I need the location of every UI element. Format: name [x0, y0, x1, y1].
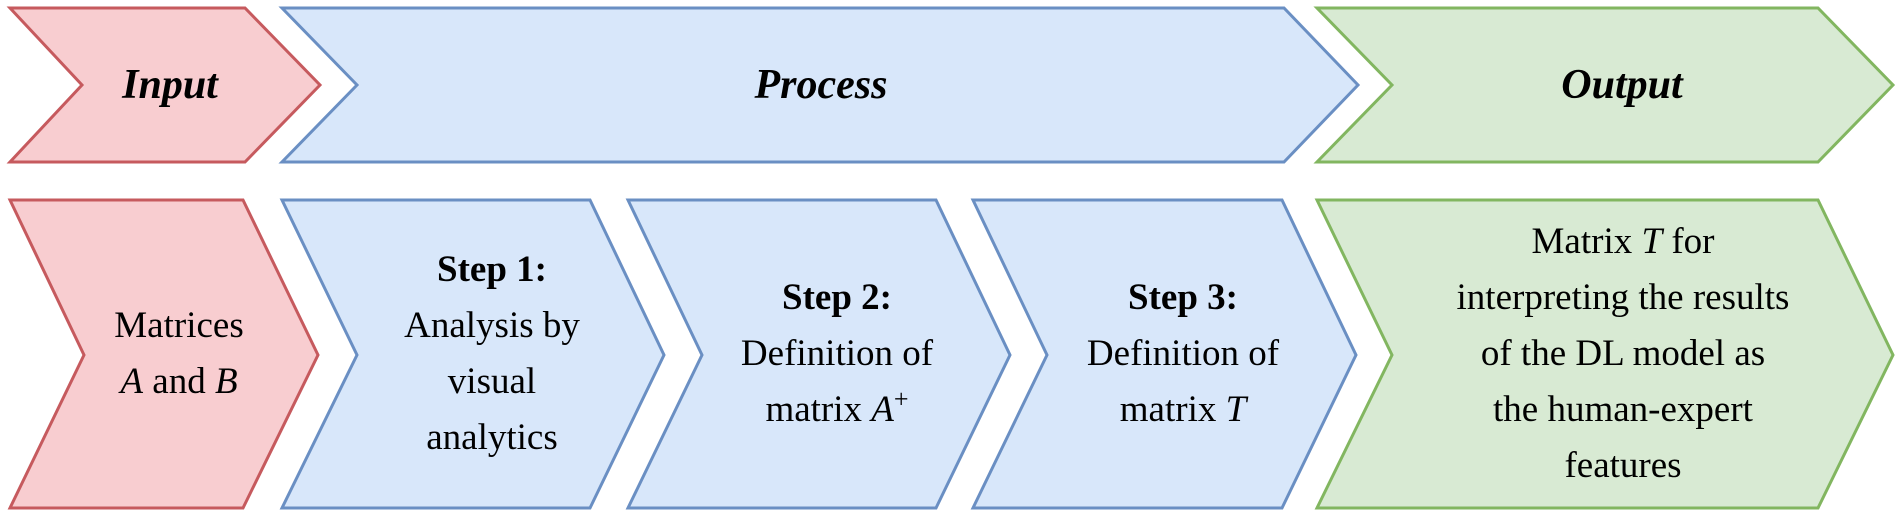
output-header-arrow — [1313, 6, 1896, 164]
step1-line2: visual — [447, 361, 537, 402]
input-header-label: Input — [82, 8, 258, 162]
input-box-label: Matrices A and B — [84, 200, 274, 508]
process-header-arrow — [278, 6, 1361, 164]
step1-line1: Analysis by — [404, 305, 580, 346]
step3-prefix: matrix — [1119, 389, 1226, 430]
output-suffix: for — [1662, 221, 1715, 262]
step2-prefix: matrix — [765, 389, 872, 430]
and-text: and — [143, 361, 215, 402]
output-header-label: Output — [1392, 8, 1852, 162]
output-prefix: Matrix — [1531, 221, 1642, 262]
step3-title: Step 3: — [1128, 277, 1238, 318]
output-line2: interpreting the results — [1456, 277, 1790, 318]
output-line5: features — [1564, 445, 1682, 486]
step1-line3: analytics — [426, 417, 558, 458]
process-header-text: Process — [754, 62, 888, 108]
process-header-label: Process — [357, 8, 1285, 162]
var-a: A — [120, 361, 144, 402]
input-header-text: Input — [122, 62, 218, 108]
step3-line1: Definition of — [1086, 333, 1280, 374]
var-b: B — [214, 361, 238, 402]
step2-line2: matrix A+ — [765, 382, 908, 438]
output-line1: Matrix T for — [1532, 214, 1715, 270]
input-line2: A and B — [120, 354, 237, 410]
step3-line2: matrix T — [1120, 382, 1246, 438]
input-line1: Matrices — [114, 305, 244, 346]
step2-chevron — [625, 198, 1012, 510]
step2-line1: Definition of — [740, 333, 934, 374]
output-chevron — [1314, 198, 1895, 510]
output-header-text: Output — [1561, 62, 1683, 108]
output-box-label: Matrix T for interpreting the results of… — [1392, 200, 1854, 508]
step2-label: Step 2: Definition of matrix A+ — [702, 200, 972, 508]
input-header-arrow — [6, 6, 323, 164]
input-chevron — [7, 198, 320, 510]
step1-title: Step 1: — [437, 249, 547, 290]
step1-label: Step 1: Analysis by visual analytics — [357, 200, 627, 508]
output-line3: of the DL model as — [1480, 333, 1766, 374]
step3-var: T — [1225, 389, 1247, 430]
output-var: T — [1641, 221, 1663, 262]
output-line4: the human-expert — [1493, 389, 1753, 430]
step2-title: Step 2: — [782, 277, 892, 318]
step1-chevron — [279, 198, 666, 510]
step3-chevron — [970, 198, 1358, 510]
step3-label: Step 3: Definition of matrix T — [1047, 200, 1319, 508]
step2-sup: + — [893, 384, 909, 414]
step2-var: A — [871, 389, 894, 430]
